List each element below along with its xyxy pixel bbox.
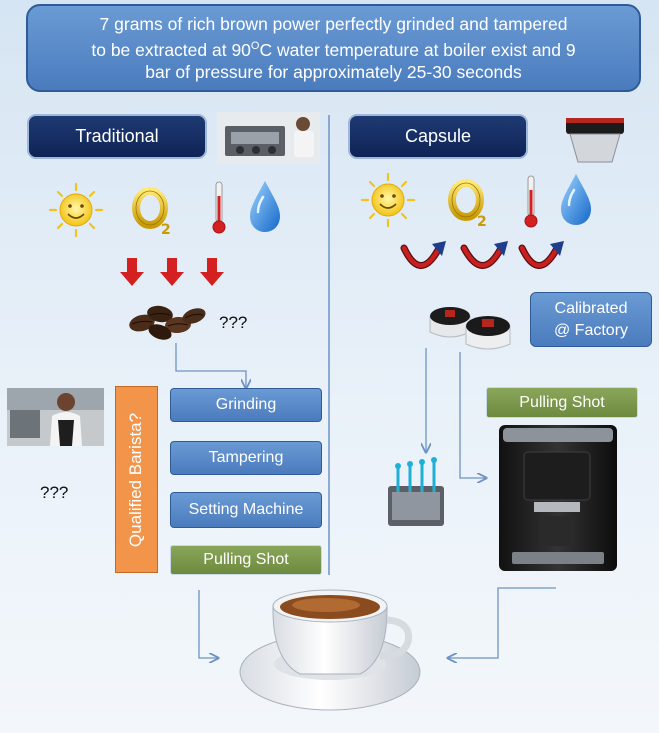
capsule-brew-unit-image xyxy=(388,457,444,526)
connector-beans-to-grinding xyxy=(175,343,246,388)
step-grinding: Grinding xyxy=(170,388,322,422)
beans-unknown-label: ??? xyxy=(219,313,248,332)
deflect-arrow-2 xyxy=(460,241,508,269)
connector-calibrated-to-machine xyxy=(459,352,486,478)
oxygen-icon-right: 2 xyxy=(448,179,487,230)
step-tampering: Tampering xyxy=(170,441,322,475)
thermometer-icon-left xyxy=(212,181,226,234)
connector-machine-to-cup xyxy=(448,587,556,658)
capsule-title: Capsule xyxy=(348,114,528,159)
svg-text:2: 2 xyxy=(161,222,171,238)
barista-photo xyxy=(7,388,104,446)
thermometer-icon-right xyxy=(524,175,538,228)
connector-pulling-to-cup xyxy=(198,590,218,658)
capsule-pods-image xyxy=(429,307,511,350)
red-arrow-2 xyxy=(160,258,184,286)
traditional-machine-photo xyxy=(217,112,320,164)
oxygen-icon-left: 2 xyxy=(132,187,171,238)
header-line-1: 7 grams of rich brown power perfectly gr… xyxy=(99,14,568,35)
red-down-arrows xyxy=(120,258,224,286)
water-drop-icon-right xyxy=(561,174,591,225)
deflect-arrows xyxy=(400,241,564,269)
capsule-holder-image xyxy=(566,118,624,163)
header-line-2: to be extracted at 90OC water temperatur… xyxy=(91,39,576,60)
connector-arrows xyxy=(175,343,556,658)
red-arrow-3 xyxy=(200,258,224,286)
step-pulling-shot-traditional: Pulling Shot xyxy=(170,545,322,575)
sun-icon-right xyxy=(360,172,416,228)
step-setting-machine: Setting Machine xyxy=(170,492,322,528)
deflect-arrow-3 xyxy=(518,241,564,269)
deflect-arrow-1 xyxy=(400,241,446,269)
red-arrow-1 xyxy=(120,258,144,286)
water-drop-icon-left xyxy=(250,181,280,232)
step-pulling-shot-capsule: Pulling Shot xyxy=(486,387,638,418)
qualified-barista-label: Qualified Barista? xyxy=(115,386,158,573)
header-line-3: bar of pressure for approximately 25-30 … xyxy=(145,61,522,82)
calibrated-at-factory-label: Calibrated @ Factory xyxy=(530,292,652,347)
svg-text:2: 2 xyxy=(477,214,487,230)
header-banner: 7 grams of rich brown power perfectly gr… xyxy=(26,4,641,92)
traditional-title: Traditional xyxy=(27,114,207,159)
barista-unknown-label: ??? xyxy=(40,483,69,502)
coffee-beans-image xyxy=(129,305,206,340)
espresso-machine-image xyxy=(499,425,617,571)
sun-icon-left xyxy=(48,182,104,238)
espresso-cup-image xyxy=(239,589,421,711)
